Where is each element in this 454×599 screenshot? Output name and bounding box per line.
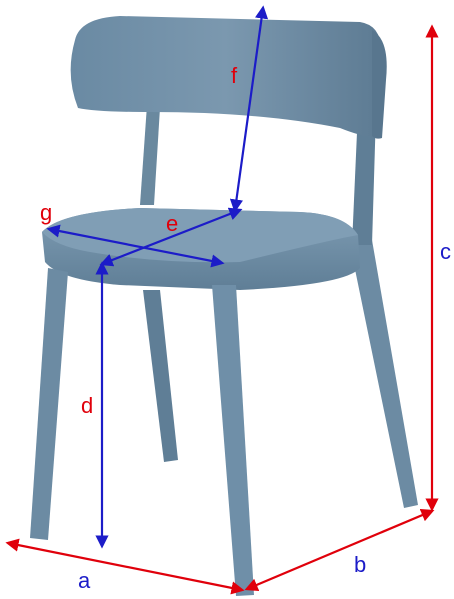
label-e: e	[166, 211, 178, 236]
dimension-f-arrow	[229, 5, 269, 213]
label-g: g	[40, 200, 52, 225]
front-right-leg	[212, 285, 254, 596]
rear-left-leg	[143, 290, 178, 462]
front-left-leg	[30, 268, 68, 540]
label-f: f	[231, 63, 238, 88]
dimension-g-arrow	[46, 224, 225, 268]
label-c: c	[440, 239, 451, 264]
backrest	[70, 16, 381, 137]
label-d: d	[81, 393, 93, 418]
back-support-right	[352, 110, 376, 245]
chair-illustration	[30, 16, 418, 596]
label-a: a	[78, 568, 91, 593]
dimension-b-arrow	[244, 509, 435, 591]
back-support-left	[140, 105, 160, 205]
dimension-a-arrow	[5, 538, 245, 595]
rear-right-leg	[350, 240, 418, 508]
backrest-edge	[372, 30, 387, 139]
label-b: b	[354, 552, 366, 577]
